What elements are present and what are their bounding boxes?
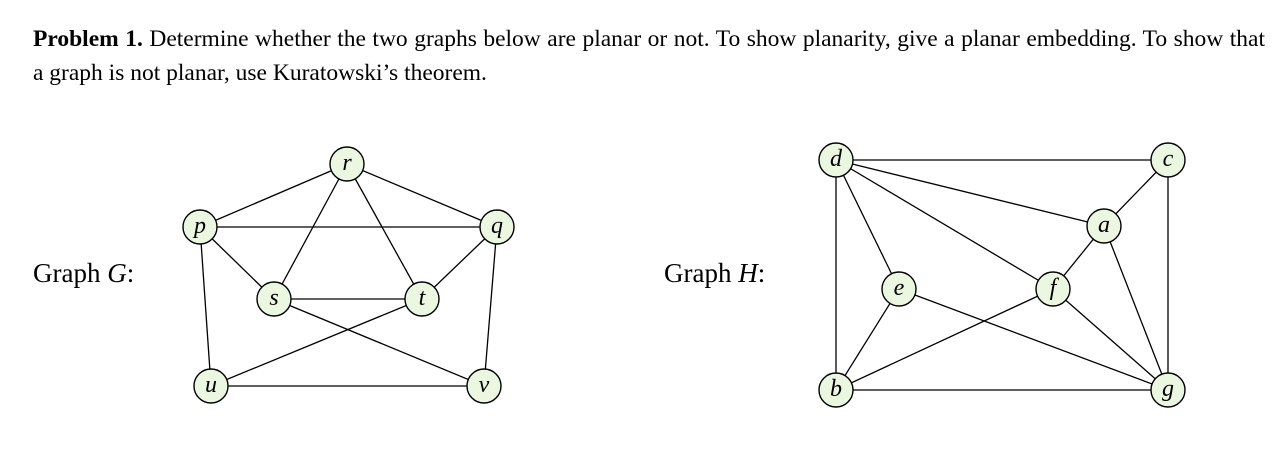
problem-text: Determine whether the two graphs below a… [33, 26, 1266, 86]
graph-g-node-v: v [466, 368, 502, 404]
graph-h-node-e: e [881, 271, 917, 307]
graph-g-node-p: p [182, 209, 218, 245]
graph-h-node-c: c [1150, 142, 1186, 178]
node-circle [182, 209, 218, 245]
graph-h-edge-e-b [835, 288, 900, 391]
graph-g-label-prefix: Graph [33, 258, 108, 288]
node-label: d [830, 146, 843, 172]
node-label: c [1163, 146, 1174, 172]
node-label: r [342, 150, 352, 176]
node-label: p [192, 213, 206, 239]
graph-h-edge-f-b [835, 288, 1054, 391]
node-circle [818, 142, 854, 178]
graph-g-label-suffix: : [126, 258, 135, 288]
graph-h-label-prefix: Graph [664, 258, 739, 288]
node-circle [1086, 208, 1122, 244]
node-label: t [419, 285, 427, 311]
node-circle [881, 271, 917, 307]
graph-g-node-u: u [193, 368, 229, 404]
graph-g-edge-p-r [199, 163, 348, 228]
node-label: a [1098, 212, 1110, 238]
node-label: e [894, 275, 905, 301]
node-circle [256, 281, 292, 317]
problem-heading: Problem 1. [33, 26, 143, 52]
graph-g-node-s: s [256, 281, 292, 317]
node-label: q [491, 213, 503, 239]
graph-g-edge-r-s [273, 163, 348, 300]
graph-h-edge-f-g [1052, 288, 1169, 391]
node-circle [329, 146, 365, 182]
problem-statement: Problem 1. Determine whether the two gra… [33, 22, 1265, 90]
graph-g-edge-s-v [273, 298, 485, 387]
graph-g-edge-q-v [483, 226, 498, 387]
node-circle [818, 372, 854, 408]
graph-h-label-var: H [738, 258, 758, 288]
node-label: s [269, 285, 278, 311]
graph-h-edge-d-a [835, 159, 1105, 227]
graph-g-edge-r-t [346, 163, 423, 300]
graph-h-edge-a-g [1103, 225, 1169, 391]
node-label: b [830, 376, 842, 402]
graph-g-node-q: q [479, 209, 515, 245]
node-circle [1035, 271, 1071, 307]
node-circle [404, 281, 440, 317]
graph-g-node-r: r [329, 146, 365, 182]
graph-h-node-a: a [1086, 208, 1122, 244]
node-circle [1150, 142, 1186, 178]
graph-h-node-b: b [818, 372, 854, 408]
node-label: v [479, 372, 490, 398]
graph-h-edge-e-g [898, 288, 1169, 391]
graph-h-label: Graph H: [664, 258, 765, 288]
graph-g-edge-r-q [346, 163, 498, 228]
graph-h-label-suffix: : [757, 258, 766, 288]
graph-g-label: Graph G: [33, 258, 134, 288]
graph-g-edge-t-u [210, 298, 423, 387]
graph-g-edge-p-u [199, 226, 212, 387]
graph-h-node-f: f [1035, 271, 1071, 307]
node-label: g [1162, 376, 1174, 402]
node-circle [193, 368, 229, 404]
graph-h-edge-d-f [835, 159, 1054, 290]
node-label: u [205, 372, 217, 398]
node-circle [1150, 372, 1186, 408]
node-circle [479, 209, 515, 245]
graph-g-node-t: t [404, 281, 440, 317]
graph-h-node-d: d [818, 142, 854, 178]
node-label: f [1050, 275, 1060, 301]
graph-h-node-g: g [1150, 372, 1186, 408]
graph-g-label-var: G [107, 258, 127, 288]
graph-h-edge-d-e [835, 159, 900, 290]
node-circle [466, 368, 502, 404]
